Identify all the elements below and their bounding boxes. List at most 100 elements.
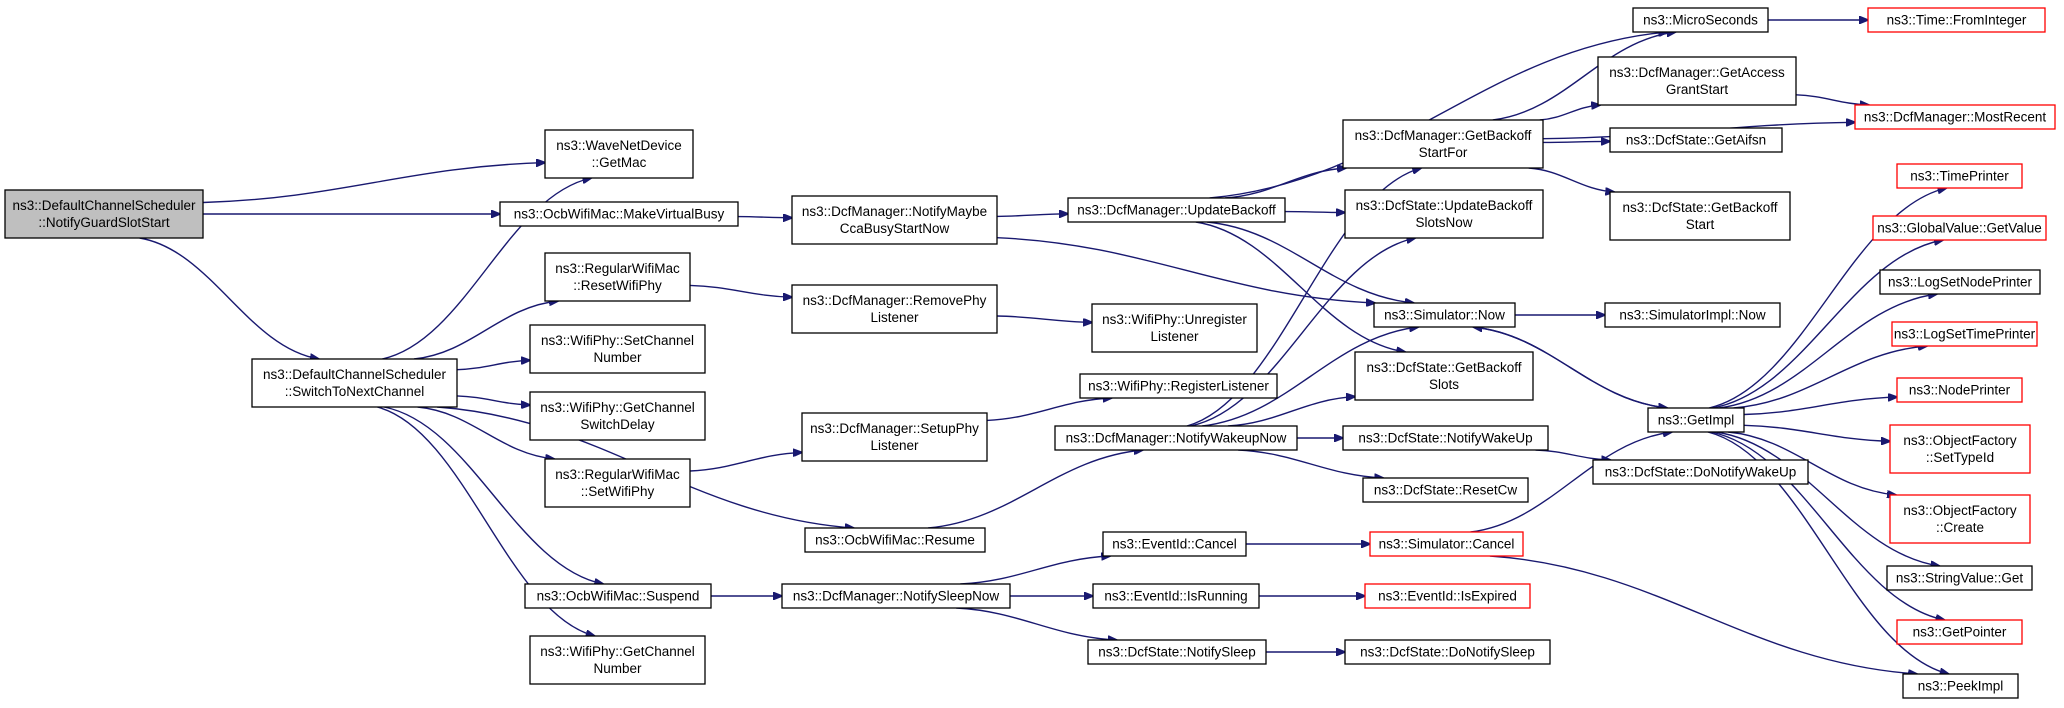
graph-node-n1[interactable]: ns3::WaveNetDevice::GetMac [544,129,694,179]
node-label: ns3::DcfManager::GetBackoff [1355,128,1532,143]
node-label: ns3::Simulator::Cancel [1379,537,1515,552]
node-box [1889,494,2031,544]
node-box [1889,424,2031,474]
node-label: Listener [1150,329,1199,344]
graph-node-n12[interactable]: ns3::OcbWifiMac::Resume [804,527,986,553]
node-label: Start [1686,217,1715,232]
node-label: ns3::DcfManager::NotifyMaybe [802,204,987,219]
graph-node-n49[interactable]: ns3::PeekImpl [1902,673,2019,699]
graph-node-n34[interactable]: ns3::DcfManager::MostRecent [1854,104,2056,130]
node-label: ns3::DefaultChannelScheduler [12,198,196,213]
node-box [1891,321,2038,347]
graph-node-n25[interactable]: ns3::DcfState::NotifyWakeUp [1342,425,1549,451]
edge-layer [139,20,1949,674]
node-label: SlotsNow [1415,215,1472,230]
graph-node-n41[interactable]: ns3::GlobalValue::GetValue [1872,215,2047,241]
node-label: ns3::WifiPhy::Unregister [1102,312,1247,327]
node-label: GrantStart [1666,82,1729,97]
graph-node-n35[interactable]: ns3::DcfState::GetAifsn [1609,127,1783,153]
graph-node-n27[interactable]: ns3::DcfState::ResetCw [1362,477,1529,503]
edge-n3-n9 [456,360,530,371]
graph-node-n5[interactable]: ns3::DcfManager::UpdateBackoff [1067,197,1286,223]
node-label: ns3::LogSetNodePrinter [1888,275,2033,290]
graph-node-n42[interactable]: ns3::LogSetNodePrinter [1879,269,2041,295]
node-label: Listener [870,310,919,325]
edge-n21-n39 [1470,432,1672,533]
graph-node-n6[interactable]: ns3::Simulator::Now [1373,302,1516,328]
edge-n3-n1 [382,178,591,360]
node-box [1067,197,1286,223]
edge-n15-n18 [956,607,1117,640]
graph-node-n47[interactable]: ns3::StringValue::Get [1886,565,2033,591]
graph-node-n45[interactable]: ns3::ObjectFactory::SetTypeId [1889,424,2031,474]
node-box [1632,7,1769,33]
node-box [791,284,998,334]
graph-node-n7[interactable]: ns3::RegularWifiMac::ResetWifiPhy [544,252,691,302]
graph-node-n17[interactable]: ns3::EventId::IsRunning [1092,583,1260,609]
node-box [1369,531,1524,557]
graph-node-n23[interactable]: ns3::WifiPhy::RegisterListener [1079,373,1278,399]
node-label: ns3::EventId::IsExpired [1378,589,1517,604]
graph-node-n2[interactable]: ns3::OcbWifiMac::MakeVirtualBusy [499,201,739,227]
node-box [1597,56,1797,106]
node-label: Number [593,350,642,365]
graph-node-n39[interactable]: ns3::GetImpl [1647,407,1745,433]
node-label: ns3::DcfManager::UpdateBackoff [1077,203,1276,218]
node-label: ns3::NodePrinter [1909,383,2011,398]
graph-node-n3[interactable]: ns3::DefaultChannelScheduler::SwitchToNe… [251,358,458,408]
graph-node-n4[interactable]: ns3::DcfManager::NotifyMaybeCcaBusyStart… [791,195,998,245]
graph-node-n31[interactable]: ns3::MicroSeconds [1632,7,1769,33]
node-label: ns3::GetImpl [1658,413,1735,428]
node-label: ::SwitchToNextChannel [285,384,425,399]
graph-node-n43[interactable]: ns3::LogSetTimePrinter [1891,321,2038,347]
node-box [1102,531,1247,557]
graph-node-n0[interactable]: ns3::DefaultChannelScheduler::NotifyGuar… [4,189,204,239]
node-box [529,391,706,441]
edge-n39-n49 [1707,431,1949,674]
graph-node-n38[interactable]: ns3::SimulatorImpl::Now [1604,302,1781,328]
edge-n30-n31 [1492,32,1676,121]
edge-n8-n37 [996,315,1092,322]
graph-node-n15[interactable]: ns3::DcfManager::NotifySleepNow [781,583,1011,609]
graph-node-n32[interactable]: ns3::Time::FromInteger [1867,7,2046,33]
edge-n5-n29 [1284,212,1345,213]
node-box [544,458,691,508]
node-label: ns3::DcfState::NotifySleep [1098,645,1256,660]
graph-node-n21[interactable]: ns3::Simulator::Cancel [1369,531,1524,557]
node-box [544,252,691,302]
graph-node-n20[interactable]: ns3::EventId::IsExpired [1364,583,1531,609]
node-box [1647,407,1745,433]
edge-n39-n43 [1733,346,1928,409]
graph-node-n40[interactable]: ns3::TimePrinter [1896,163,2023,189]
graph-node-n26[interactable]: ns3::DcfState::DoNotifyWakeUp [1592,459,1809,485]
graph-node-n18[interactable]: ns3::DcfState::NotifySleep [1087,639,1267,665]
graph-node-n46[interactable]: ns3::ObjectFactory::Create [1889,494,2031,544]
node-label: ns3::DcfState::NotifyWakeUp [1358,431,1532,446]
graph-node-n44[interactable]: ns3::NodePrinter [1896,377,2023,403]
graph-node-n19[interactable]: ns3::DcfState::DoNotifySleep [1344,639,1551,665]
node-label: ::NotifyGuardSlotStart [38,215,170,230]
edge-n21-n49 [1489,555,1917,674]
node-box [1879,269,2041,295]
graph-node-n11[interactable]: ns3::RegularWifiMac::SetWifiPhy [544,458,691,508]
graph-node-n24[interactable]: ns3::DcfManager::NotifyWakeupNow [1054,425,1298,451]
graph-node-n13[interactable]: ns3::OcbWifiMac::Suspend [524,583,712,609]
node-box [1867,7,2046,33]
graph-node-n16[interactable]: ns3::EventId::Cancel [1102,531,1247,557]
node-label: ::GetMac [592,155,647,170]
node-box [1872,215,2047,241]
graph-node-n48[interactable]: ns3::GetPointer [1896,619,2023,645]
node-label: ns3::StringValue::Get [1896,571,2024,586]
